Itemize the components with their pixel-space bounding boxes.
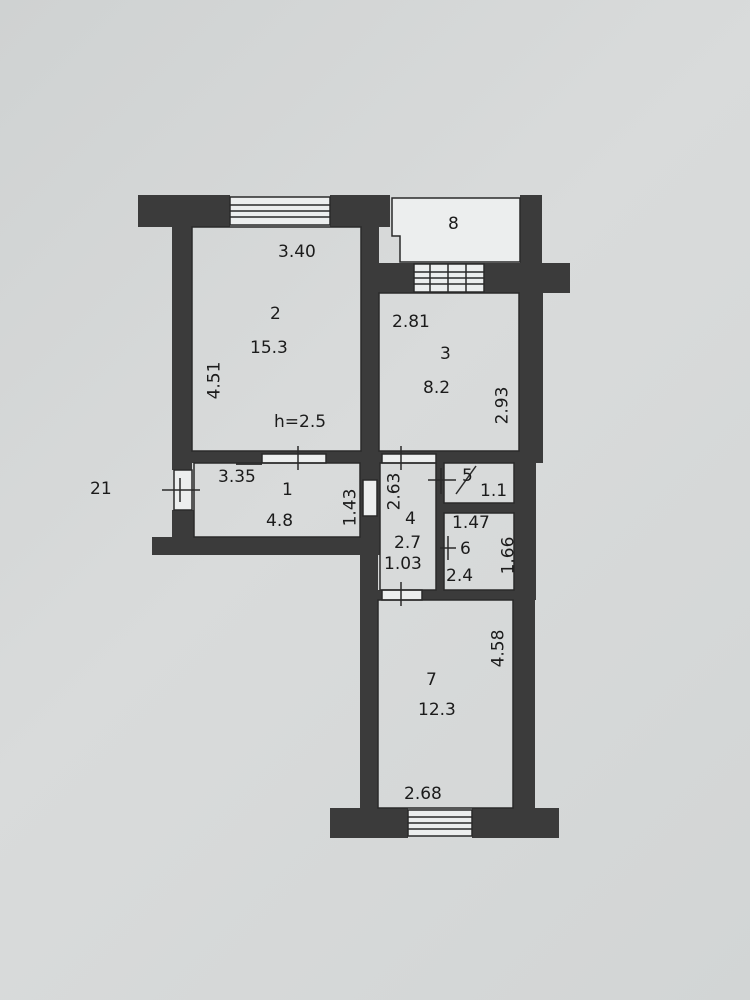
room6-width-label: 1.47 bbox=[452, 513, 490, 533]
wall-right-upper bbox=[519, 263, 543, 463]
wall-left bbox=[172, 195, 192, 470]
room5-area: 1.1 bbox=[480, 481, 508, 501]
room6-outline bbox=[443, 512, 515, 591]
room5-outline bbox=[443, 462, 515, 504]
room7-height-label: 4.58 bbox=[488, 629, 509, 668]
room2-width-label: 3.40 bbox=[278, 242, 316, 262]
window-top bbox=[229, 196, 331, 226]
wall-room6-left bbox=[436, 510, 444, 600]
door-room2 bbox=[261, 446, 327, 470]
wall-room7-top bbox=[378, 590, 536, 600]
wall-bottom-right bbox=[472, 808, 559, 838]
wall-room2-room3 bbox=[361, 195, 379, 465]
wall-top-mid bbox=[330, 195, 390, 227]
window-bottom bbox=[407, 809, 473, 837]
room4-area: 2.7 bbox=[394, 533, 422, 553]
room7-width-label: 2.68 bbox=[404, 784, 442, 804]
room2-number: 2 bbox=[270, 304, 281, 324]
room1-outline bbox=[193, 462, 361, 538]
wall-room1-bottom bbox=[152, 537, 378, 555]
room2-area: 15.3 bbox=[250, 338, 288, 358]
room3-number: 3 bbox=[440, 344, 451, 364]
wall-corridor-stub bbox=[236, 455, 262, 465]
room-outlines bbox=[191, 226, 520, 809]
wall-room7-left bbox=[360, 540, 378, 825]
room4-number: 4 bbox=[405, 509, 416, 529]
room1-area: 4.8 bbox=[266, 511, 294, 531]
room7-outline bbox=[377, 599, 514, 809]
room3-width-label: 2.81 bbox=[392, 312, 430, 332]
room6-number: 6 bbox=[460, 539, 471, 559]
door-room7 bbox=[381, 582, 423, 606]
room8-number: 8 bbox=[448, 214, 459, 234]
room1-number: 1 bbox=[282, 480, 293, 500]
balcony-outline bbox=[391, 197, 521, 263]
door-room1-corridor bbox=[362, 479, 378, 517]
room1-width-label: 3.35 bbox=[218, 467, 256, 487]
wall-room7-right bbox=[513, 595, 535, 825]
wall-room5-left bbox=[436, 460, 444, 510]
room6-height-label: 1.66 bbox=[498, 536, 519, 575]
room4-outline bbox=[379, 462, 437, 591]
room6-area: 2.4 bbox=[446, 566, 474, 586]
room4-height-label: 2.63 bbox=[384, 472, 405, 511]
building-number: 21 bbox=[90, 479, 112, 499]
wall-right-middle bbox=[514, 460, 536, 600]
room1-height-label: 1.43 bbox=[340, 488, 361, 527]
room3-area: 8.2 bbox=[423, 378, 451, 398]
windows bbox=[162, 196, 485, 837]
room3-height-label: 2.93 bbox=[492, 386, 513, 425]
room7-number: 7 bbox=[426, 670, 437, 690]
wall-room5-room6 bbox=[440, 503, 518, 513]
balcony-door bbox=[413, 263, 485, 293]
door-room3 bbox=[381, 446, 437, 470]
room7-area: 12.3 bbox=[418, 700, 456, 720]
room4-width-label: 1.03 bbox=[384, 554, 422, 574]
room2-height-label: 4.51 bbox=[204, 361, 225, 400]
room5-number: 5 bbox=[462, 466, 473, 486]
door-room5 bbox=[428, 465, 477, 495]
room3-outline bbox=[378, 292, 520, 452]
room2-outline bbox=[191, 226, 362, 452]
door-room6 bbox=[440, 536, 456, 560]
ceiling-height-label: h=2.5 bbox=[274, 412, 327, 432]
wall-left-lower bbox=[172, 510, 194, 540]
wall-bottom-left bbox=[330, 808, 408, 838]
